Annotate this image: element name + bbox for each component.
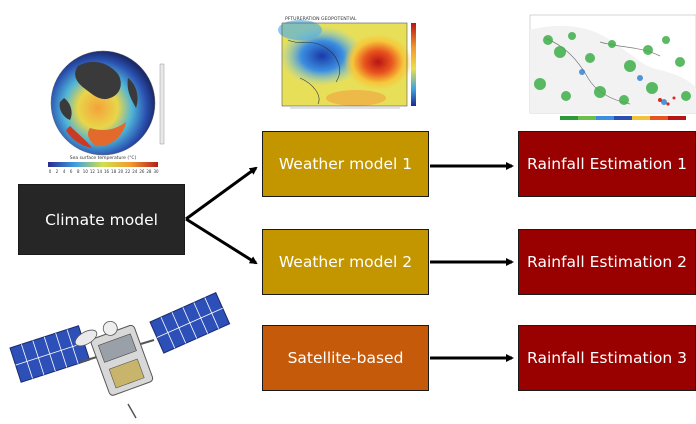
weather-model-2-label: Weather model 2 [278,253,413,271]
weather-model-1-box: Weather model 1 [262,131,429,197]
globe-scale-tick: 6 [70,169,73,174]
rainfall-estimation-3-box: Rainfall Estimation 3 [518,325,696,391]
globe-scale-tick: 14 [97,169,103,174]
globe-scale-tick: 12 [90,169,96,174]
globe-colorbar-vertical [159,63,165,145]
arrow-climate-to-weather2 [185,217,258,265]
globe-scale-tick: 22 [125,169,131,174]
weather-model-2-box: Weather model 2 [262,229,429,295]
globe-scale-tick: 4 [63,169,66,174]
satellite-based-label: Satellite-based [287,349,404,367]
globe-colorbar [48,162,158,167]
satellite-based-box: Satellite-based [262,325,429,391]
sea-surface-temperature-globe-icon [50,50,156,156]
rainfall-estimation-1-box: Rainfall Estimation 1 [518,131,696,197]
arrow-climate-to-weather1 [185,166,258,221]
globe-scale-tick: 8 [77,169,80,174]
globe-scale-tick: 24 [132,169,138,174]
rainfall-estimation-1-label: Rainfall Estimation 1 [527,155,687,173]
globe-scale-tick: 20 [118,169,124,174]
climate-model-label: Climate model [45,210,158,229]
satellite-rainfall-map-icon [529,14,696,120]
globe-scale-tick: 0 [49,169,52,174]
weather-model-1-label: Weather model 1 [278,155,413,173]
globe-scale-tick: 30 [153,169,159,174]
globe-scale-tick: 16 [104,169,110,174]
climate-model-box: Climate model [18,184,185,255]
rainfall-estimation-2-label: Rainfall Estimation 2 [527,253,687,271]
globe-scale-tick: 18 [111,169,117,174]
globe-scale-tick: 2 [56,169,59,174]
globe-scale-tick: 10 [83,169,89,174]
globe-scale-tick: 28 [146,169,152,174]
satellite-illustration-icon [9,292,231,419]
weather-map-colorbar [411,23,416,106]
rainfall-estimation-2-box: Rainfall Estimation 2 [518,229,696,295]
globe-caption: Sea surface temperature (°C) [70,155,137,161]
geopotential-weather-map-icon [278,20,412,107]
globe-scale-tick: 26 [139,169,145,174]
weather-map-title: PFTURERATION GEOPOTENTIAL [285,16,357,22]
rainfall-estimation-3-label: Rainfall Estimation 3 [527,349,687,367]
rainfall-map-colorbar [560,116,686,120]
